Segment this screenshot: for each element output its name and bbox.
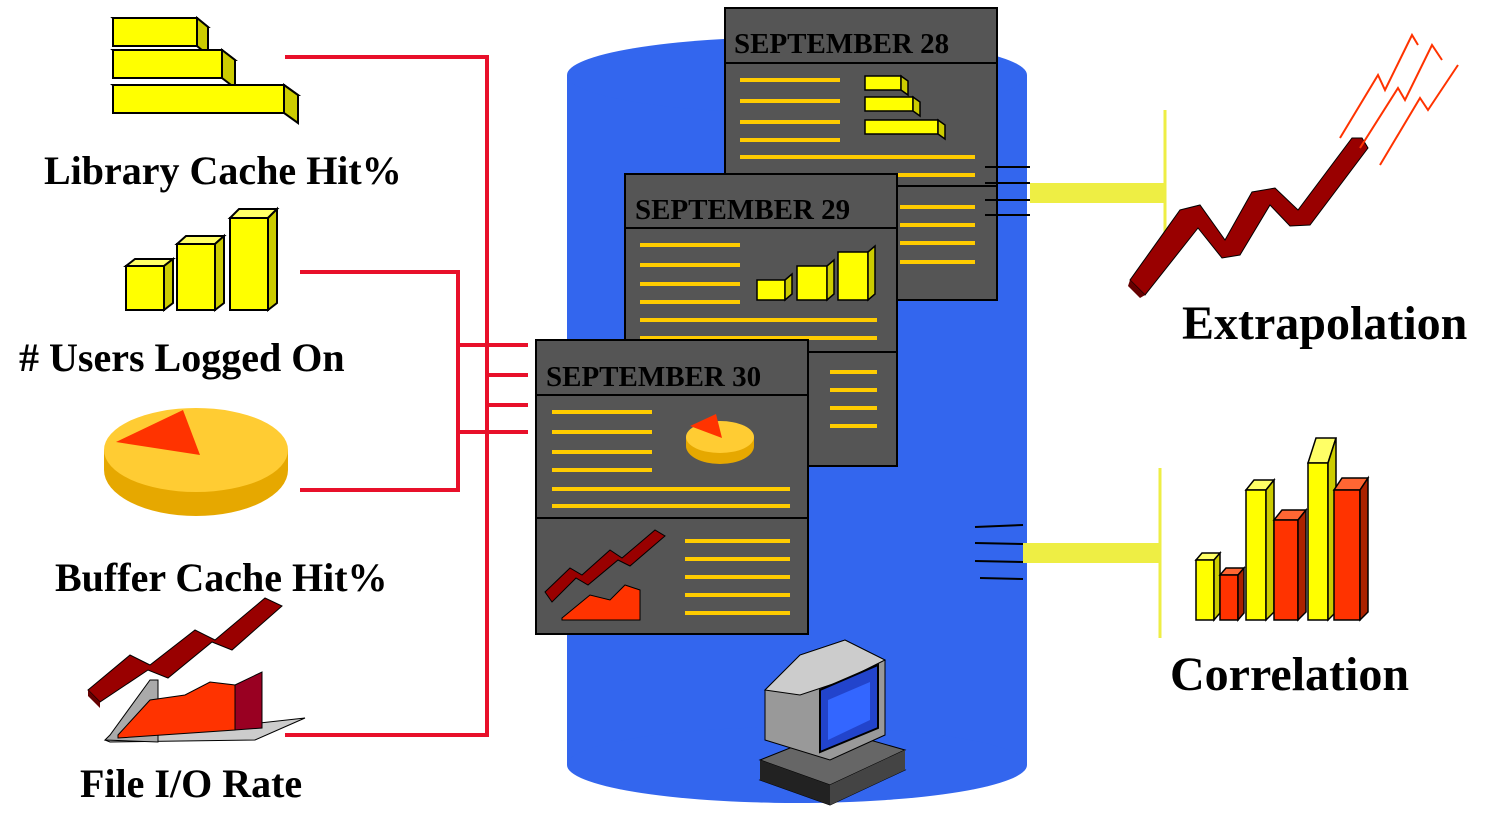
correlation-arrow xyxy=(974,468,1162,638)
correlation-label: Correlation xyxy=(1170,648,1409,701)
library-cache-label: Library Cache Hit% xyxy=(44,148,402,193)
line-area-chart-icon xyxy=(87,597,306,743)
extrapolation-label: Extrapolation xyxy=(1182,297,1467,350)
users-logged-on-label: # Users Logged On xyxy=(19,335,345,380)
snapshot-sep29-title: SEPTEMBER 29 xyxy=(635,194,850,226)
file-io-label: File I/O Rate xyxy=(80,761,302,806)
pie-chart-icon xyxy=(104,408,288,516)
mini-horizontal-bars-icon xyxy=(864,74,946,141)
mini-vertical-bars-icon xyxy=(756,244,876,302)
buffer-cache-label: Buffer Cache Hit% xyxy=(55,555,388,600)
snapshot-sep30-title: SEPTEMBER 30 xyxy=(546,361,761,393)
extrapolation-arrow xyxy=(985,110,1167,240)
connector-lines xyxy=(285,55,528,737)
mini-line-area-chart-icon xyxy=(544,529,666,621)
snapshot-sep28-title: SEPTEMBER 28 xyxy=(734,28,949,60)
correlation-bars-icon xyxy=(1194,437,1370,623)
vertical-bars-icon xyxy=(123,206,280,313)
computer-icon xyxy=(758,639,907,806)
horizontal-bars-icon xyxy=(109,15,302,125)
mini-pie-chart-icon xyxy=(686,414,754,464)
snapshot-sep30: SEPTEMBER 30 xyxy=(535,339,809,635)
trend-ribbon-icon xyxy=(1128,32,1459,298)
